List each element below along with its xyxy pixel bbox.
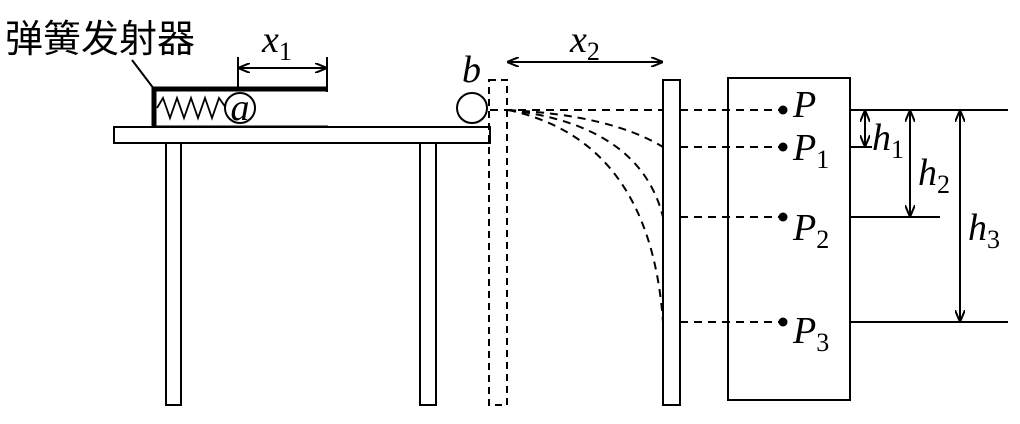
ball-a-label: a [231, 87, 250, 129]
height-dimensions [850, 109, 1008, 323]
point-P2: P2 [792, 207, 829, 254]
x2-dimension: x2 [508, 19, 662, 66]
leader-line [131, 59, 155, 90]
x1-dimension: x1 [237, 19, 328, 92]
impact-points: P P1 P2 P3 [778, 84, 829, 357]
h3-label: h3 [968, 207, 1000, 254]
point-P1: P1 [792, 127, 829, 174]
board-final-position [662, 79, 681, 406]
spring-launcher: a [151, 86, 328, 131]
svg-text:x1: x1 [261, 19, 292, 66]
trajectories [490, 109, 780, 323]
launcher-label: 弹簧发射器 [5, 17, 195, 61]
h1-label: h1 [872, 117, 904, 164]
board-initial-position [488, 79, 508, 406]
ball-b [456, 92, 488, 124]
point-P3: P3 [792, 310, 829, 357]
point-P: P [792, 84, 816, 126]
h2-label: h2 [918, 152, 950, 199]
svg-text:x2: x2 [569, 19, 600, 66]
table [113, 126, 491, 406]
ball-b-label: b [462, 49, 481, 91]
spring [156, 95, 227, 121]
recording-paper [727, 77, 851, 401]
ball-a [224, 92, 256, 124]
